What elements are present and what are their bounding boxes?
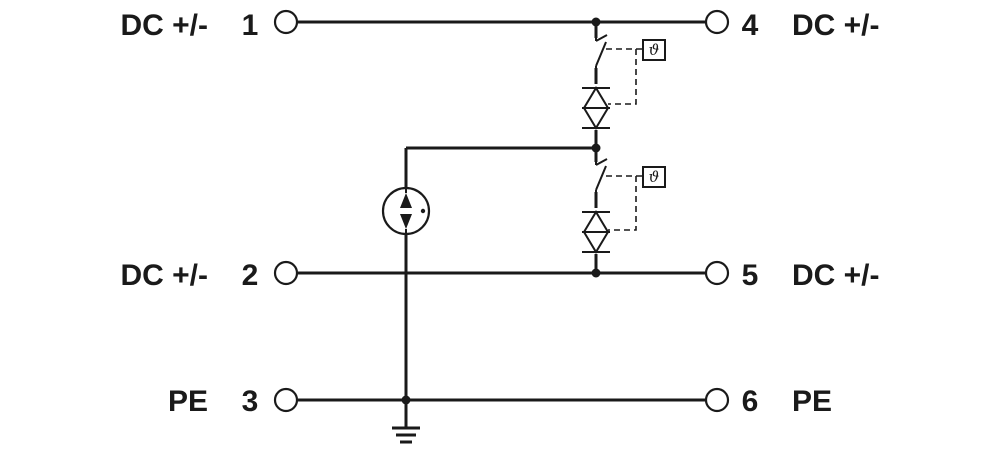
terminal-5-circle [704, 260, 730, 286]
ground-symbol [392, 426, 420, 444]
gas-discharge-tube-icon [381, 186, 431, 236]
bidirectional-diode-icon [582, 210, 610, 254]
terminal-2-number: 2 [242, 259, 259, 292]
thermal-coupling-icon: ϑ [606, 39, 666, 105]
terminal-3-label: PE [168, 385, 208, 418]
thermal-box-2 [642, 166, 666, 188]
terminal-6-circle [704, 387, 730, 413]
terminal-5-number: 5 [742, 259, 759, 292]
junction-dot [401, 395, 411, 405]
terminal-6-number: 6 [742, 385, 759, 418]
junction-dot [591, 268, 601, 278]
junction-dot [591, 143, 601, 153]
terminal-5-label: DC +/- [792, 259, 880, 292]
thermal-symbol-1: ϑ [649, 41, 660, 59]
terminal-1-label: DC +/- [120, 9, 208, 42]
terminal-6-label: PE [792, 385, 832, 418]
bidirectional-diode-icon [582, 86, 610, 130]
terminal-4-number: 4 [742, 9, 759, 42]
terminal-2-circle [273, 260, 299, 286]
junction-dot [591, 17, 601, 27]
thermal-switch-icon [595, 158, 608, 192]
thermal-symbol-2: ϑ [649, 168, 660, 186]
terminal-1-circle [273, 9, 299, 35]
thermal-switch-icon [595, 34, 608, 68]
terminal-4-circle [704, 9, 730, 35]
thermal-box-1 [642, 39, 666, 61]
terminal-1-number: 1 [242, 9, 259, 42]
terminal-3-number: 3 [242, 385, 259, 418]
thermal-coupling-icon: ϑ [606, 166, 666, 231]
terminal-2-label: DC +/- [120, 259, 208, 292]
terminal-3-circle [273, 387, 299, 413]
terminal-4-label: DC +/- [792, 9, 880, 42]
